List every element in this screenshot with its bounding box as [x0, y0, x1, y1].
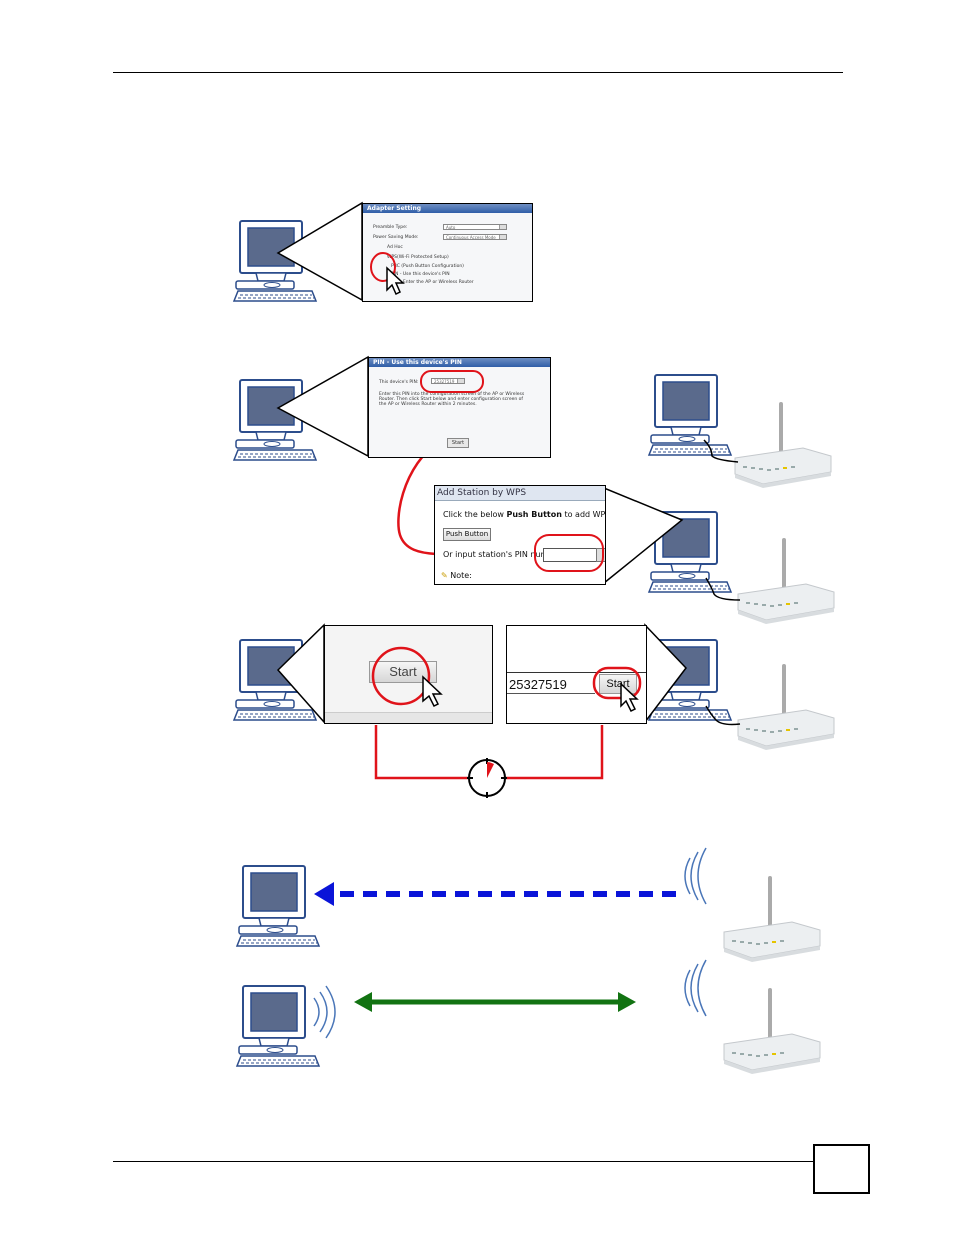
header-rule — [113, 72, 843, 73]
start-highlight — [592, 666, 642, 713]
pin-field-highlight — [420, 370, 484, 393]
pin-entry-value: 25327519 — [509, 677, 567, 692]
pbc-radio[interactable]: PBC (Push Button Configuration) — [391, 264, 464, 269]
preamble-select[interactable]: Auto — [443, 224, 507, 230]
start-right-panel: 25327519 Start — [506, 625, 647, 724]
router-icon — [734, 660, 838, 756]
router-icon — [731, 398, 835, 494]
add-station-panel: Add Station by WPS Click the below Push … — [434, 485, 606, 585]
panel-titlebar: PIN - Use this device's PIN — [369, 358, 550, 367]
push-button[interactable]: Push Button — [443, 528, 491, 541]
device-pin-field: 25327519 — [431, 378, 465, 384]
device-pin-label: This device's PIN: — [379, 380, 419, 385]
computer-icon — [236, 985, 320, 1067]
panel-title: Add Station by WPS — [437, 488, 527, 498]
footer-rule — [113, 1161, 813, 1162]
note-icon: ✎ — [441, 571, 448, 580]
start-left-panel: Start — [324, 625, 493, 724]
pin-radio-highlight — [370, 252, 405, 296]
adapter-setting-panel: Adapter Setting Preamble Type: Auto Powe… — [362, 203, 533, 302]
panel-titlebar: Adapter Setting — [363, 204, 532, 213]
pointer-cursor-icon — [386, 266, 405, 296]
pointer-cursor-icon — [422, 675, 443, 708]
wireless-waves-icon — [313, 985, 336, 1039]
router-icon — [720, 984, 824, 1080]
preamble-label: Preamble Type: — [373, 225, 408, 230]
station-pin-highlight — [534, 534, 604, 572]
start-button[interactable]: Start — [369, 661, 437, 683]
panel-titlebar — [435, 486, 605, 501]
power-saving-select[interactable]: Continuous Access Mode — [443, 234, 507, 240]
station-pin-prompt: Or input station's PIN number: — [443, 550, 565, 559]
pin-start-button[interactable]: Start — [447, 438, 469, 448]
wireless-waves-icon — [684, 847, 707, 905]
panel-title: Adapter Setting — [367, 205, 422, 212]
pin-enter-radio[interactable]: PIN - Enter the AP or Wireless Router — [391, 280, 474, 285]
computer-icon — [236, 865, 320, 947]
power-saving-label: Power Saving Mode: — [373, 235, 419, 240]
pin-panel: PIN - Use this device's PIN This device'… — [368, 357, 551, 458]
adhoc-option[interactable]: Ad Hoc — [387, 245, 403, 250]
push-button-intro: Click the below Push Button to add WPS s… — [443, 510, 606, 519]
router-icon — [720, 872, 824, 968]
start-highlight — [371, 646, 443, 708]
pointer-cursor-icon — [620, 682, 639, 713]
panel-title: PIN - Use this device's PIN — [373, 359, 462, 366]
wps-checkbox[interactable]: WPS(Wi-Fi Protected Setup) — [387, 255, 449, 260]
pin-entry-field[interactable] — [507, 673, 595, 694]
pin-radio[interactable]: PIN - Use this device's PIN — [391, 272, 450, 277]
pin-instructions: Enter this PIN into the configuration sc… — [379, 392, 525, 407]
station-pin-submit[interactable] — [596, 548, 605, 562]
page-number-box — [813, 1144, 870, 1194]
note-label: ✎ Note: — [441, 571, 472, 580]
computer-icon — [648, 374, 732, 456]
wireless-waves-icon — [684, 959, 707, 1017]
router-icon — [734, 534, 838, 630]
